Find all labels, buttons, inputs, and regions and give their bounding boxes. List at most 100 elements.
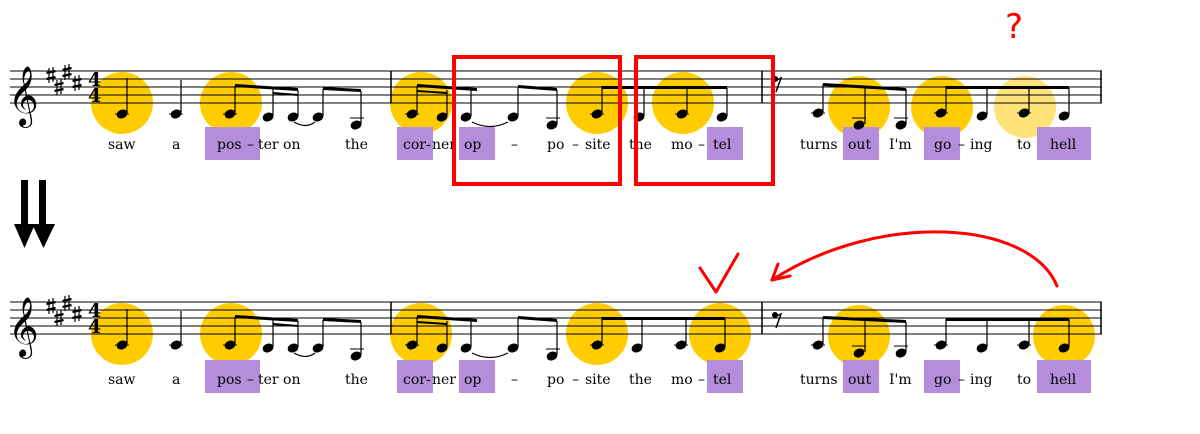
syllable-highlight xyxy=(205,127,260,160)
lyric-hyphen: – xyxy=(511,137,518,153)
lyric-syllable: saw xyxy=(108,372,136,388)
syllable-highlight xyxy=(924,360,960,393)
lyric-syllable: ner xyxy=(432,137,456,153)
lyric-syllable: the xyxy=(629,137,652,153)
treble-clef-icon: 𝄞 xyxy=(8,297,39,359)
lyric-syllable: turns xyxy=(800,372,838,388)
lyric-syllable: ing xyxy=(970,372,992,388)
lyric-syllable: hell xyxy=(1050,137,1077,153)
lyric-syllable: saw xyxy=(108,137,136,153)
lyric-syllable: go xyxy=(934,137,951,153)
syllable-highlight xyxy=(459,127,495,160)
notes-measure-3 xyxy=(772,76,1070,130)
lyric-syllable: mo xyxy=(671,137,693,153)
syllable-highlight xyxy=(1037,127,1091,160)
lyric-syllable: pos xyxy=(217,137,242,153)
lyric-syllable: op xyxy=(464,372,481,388)
syllable-highlight xyxy=(1037,360,1091,393)
staff-lines xyxy=(10,70,1102,104)
stress-circle xyxy=(911,76,973,138)
lyric-syllable: go xyxy=(934,372,951,388)
syllable-highlight xyxy=(397,360,433,393)
lyric-syllable: to xyxy=(1017,137,1031,153)
lyric-syllable: out xyxy=(848,137,871,153)
lyric-hyphen: – xyxy=(698,372,705,388)
lyric-hyphen: – xyxy=(572,372,579,388)
syllable-highlight xyxy=(707,360,743,393)
lyric-syllable: the xyxy=(629,372,652,388)
stress-circle xyxy=(1033,305,1095,367)
syllable-highlight xyxy=(707,127,743,160)
time-signature: 4 4 xyxy=(88,300,101,338)
lyric-hyphen: – xyxy=(958,372,965,388)
lyric-syllable: ter on xyxy=(258,137,301,153)
syllable-highlights xyxy=(205,360,1091,393)
notes-measure-2 xyxy=(405,84,728,130)
staff-system-before: 𝄞 4 4 xyxy=(8,7,1102,186)
lyric-syllable: ter on xyxy=(258,372,301,388)
lyric-syllable: the xyxy=(345,372,368,388)
problem-boxes xyxy=(452,55,775,186)
lyric-syllable: the xyxy=(345,137,368,153)
notes-measure-1 xyxy=(115,309,364,361)
lyric-syllable: cor- xyxy=(403,372,431,388)
lyric-syllable: hell xyxy=(1050,372,1077,388)
curved-arrow-left-icon xyxy=(770,230,1059,288)
lyric-syllable: I'm xyxy=(889,372,912,388)
staff-system-after: 𝄞 4 4 xyxy=(8,230,1102,393)
stress-circles xyxy=(91,303,1095,367)
lyric-syllable: site xyxy=(585,372,611,388)
stress-circle xyxy=(828,305,890,367)
syllable-highlight xyxy=(843,127,879,160)
syllable-highlight xyxy=(459,360,495,393)
lyric-syllable: I'm xyxy=(889,137,912,153)
lyric-hyphen: – xyxy=(247,372,254,388)
lyric-syllable: po xyxy=(547,372,564,388)
lyric-syllable: out xyxy=(848,372,871,388)
treble-clef-icon: 𝄞 xyxy=(8,66,39,128)
eighth-rest-icon xyxy=(772,312,783,329)
syllable-highlight xyxy=(843,360,879,393)
notes-measure-1 xyxy=(115,78,364,130)
lyric-syllable: po xyxy=(547,137,564,153)
lyric-syllable: a xyxy=(172,372,180,388)
question-mark-annotation: ? xyxy=(1005,7,1023,47)
barlines xyxy=(390,302,1102,334)
problem-box-motel xyxy=(634,55,775,186)
lyric-syllable: ing xyxy=(970,137,992,153)
staff-lines xyxy=(10,301,1102,335)
lyric-syllable: tel xyxy=(713,372,732,388)
time-signature-top: 4 xyxy=(88,69,101,91)
lyric-syllable: pos xyxy=(217,372,242,388)
check-icon xyxy=(698,252,740,294)
notes-measure-2 xyxy=(405,315,726,361)
lyric-hyphen: – xyxy=(958,137,965,153)
lyric-syllable: tel xyxy=(713,137,732,153)
stress-circle xyxy=(828,76,890,138)
syllable-highlights xyxy=(205,127,1091,160)
notes-measure-3 xyxy=(772,312,1070,358)
lyric-hyphen: – xyxy=(698,137,705,153)
lyric-syllable: ner xyxy=(432,372,456,388)
time-signature-bottom: 4 xyxy=(88,85,101,107)
lyric-syllable: a xyxy=(172,137,180,153)
barlines xyxy=(390,71,1102,103)
lyric-syllable: to xyxy=(1017,372,1031,388)
syllable-highlight xyxy=(924,127,960,160)
time-signature-bottom: 4 xyxy=(88,316,101,338)
lyric-hyphen: – xyxy=(572,137,579,153)
syllable-highlight xyxy=(205,360,260,393)
lyric-syllable: mo xyxy=(671,372,693,388)
lyric-syllable: op xyxy=(464,137,481,153)
double-down-arrow-icon xyxy=(14,180,55,248)
lyrics-after: saw a pos – ter on the cor- ner op – po … xyxy=(108,372,1077,388)
lyric-syllable: cor- xyxy=(403,137,431,153)
problem-box-opposite xyxy=(452,55,622,186)
lyric-hyphen: – xyxy=(511,372,518,388)
lyric-hyphen: – xyxy=(247,137,254,153)
time-signature: 4 4 xyxy=(88,69,101,107)
lyric-syllable: site xyxy=(585,137,611,153)
time-signature-top: 4 xyxy=(88,300,101,322)
stress-circle-uncertain xyxy=(994,76,1056,138)
